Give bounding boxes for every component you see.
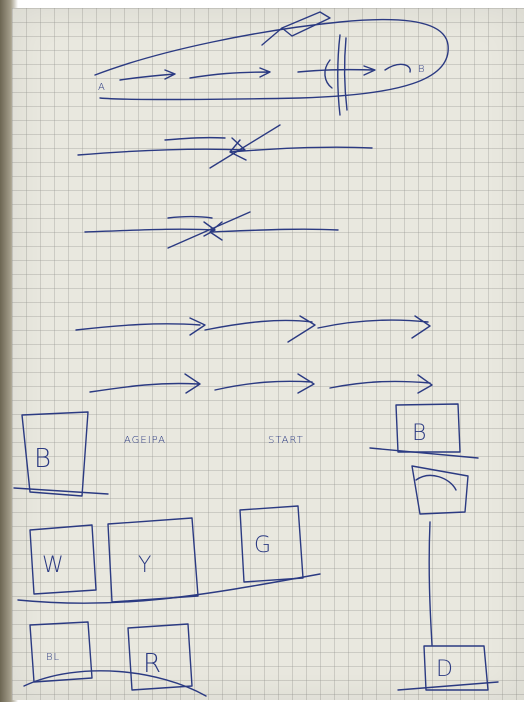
right-column [412,466,468,645]
seq2-arrow-2 [215,374,314,393]
crossing-arrows-1 [78,125,372,168]
vertical-barrier-2 [345,38,347,110]
crossing-arrows-2 [85,212,338,248]
box-right-bottom-letter: D [436,657,453,682]
caption-left: AGEIPA [124,435,166,446]
caption-right: START [268,435,304,446]
cross1-top-arrow [165,138,225,140]
box-right-top-base [370,448,478,458]
top-loop-diagram: A B [95,12,448,115]
box-row-2-base [24,671,206,696]
tail-loop [385,64,410,72]
box-row-1-base [18,574,320,603]
box-g-letter: G [254,533,271,558]
box-right-top-letter: B [412,421,426,446]
box-left-large-outline [22,412,88,496]
sequential-arrows-1 [76,316,430,342]
box-left-large-letter: B [34,444,51,474]
top-loop-outline [95,20,448,100]
cross1-diagonal [210,125,280,168]
box-row-2: BL R [24,622,206,696]
sequential-arrows-2 [90,374,432,393]
top-arrow-end-label: B [418,64,426,75]
box-right-top-outline [396,404,460,452]
arrow-a-2 [190,68,270,78]
box-y-letter: Y [138,553,151,578]
top-arrow-start-label: A [98,82,106,93]
box-left-large: B [14,412,108,496]
box-right-bottom: D [398,646,498,690]
box-right-top: B [370,404,478,458]
seq2-arrow-1 [90,374,200,393]
seq2-arrow-3 [330,375,432,393]
seq1-arrow-1 [76,318,205,335]
cross1-left-arrow [78,138,245,155]
box-g-outline [240,506,303,582]
trapezoid-shape [412,466,468,514]
barrier-arc [325,60,332,88]
arrow-a-1 [120,70,175,80]
connector-line [429,522,432,645]
arrow-a-3 [298,66,375,75]
cross2-top-arrow [168,217,212,219]
cross2-left-arrow [85,222,215,236]
box-w-letter: W [42,553,64,578]
vertical-barrier-1 [338,35,340,115]
seq1-arrow-2 [205,316,315,342]
box-left-large-base [14,488,108,494]
box-y-outline [108,518,198,602]
box-right-bottom-base [398,682,498,690]
trapezoid-inner [416,475,456,490]
box-row-1: W Y G [18,506,320,603]
box-bl-letter: BL [46,652,60,663]
box-bl-outline [30,622,92,682]
cross2-right-arrow [210,222,338,240]
seq1-arrow-3 [318,316,430,338]
